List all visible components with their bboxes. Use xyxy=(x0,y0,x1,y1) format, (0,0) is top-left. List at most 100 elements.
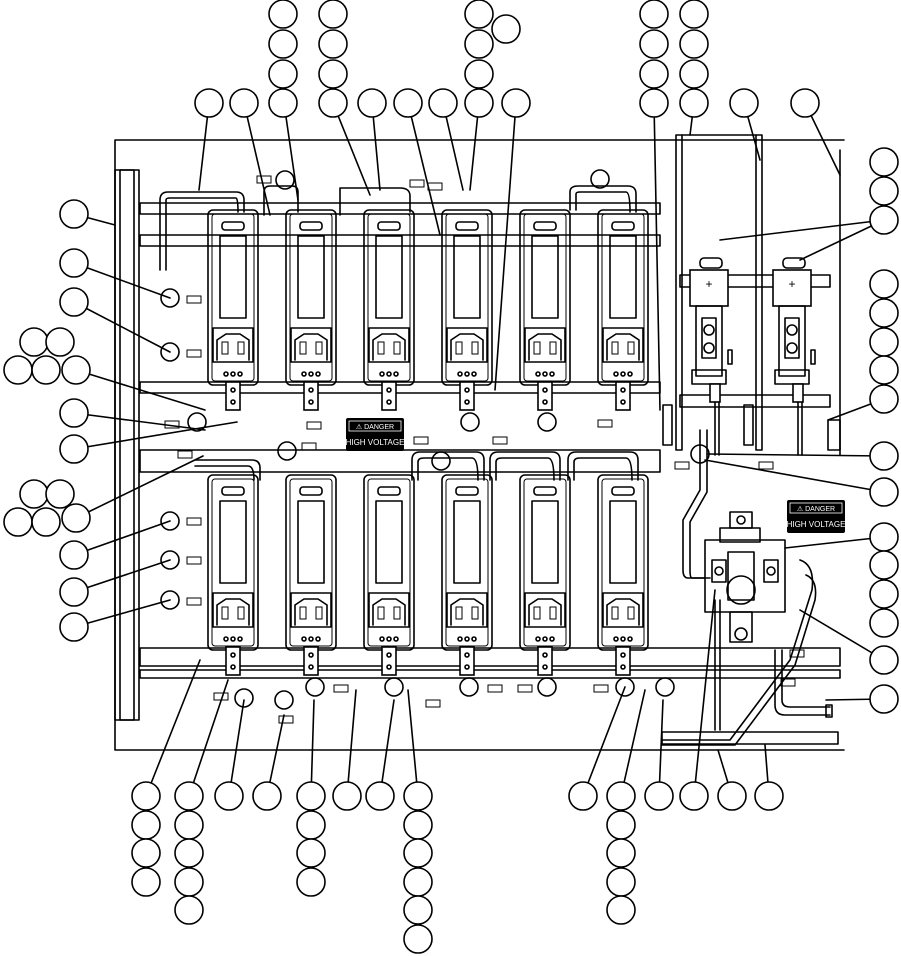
panel-frame xyxy=(114,139,845,751)
callout-balloon xyxy=(296,867,326,897)
callout-balloon xyxy=(59,248,89,278)
fuse-holder xyxy=(207,474,259,676)
callout-balloon xyxy=(869,477,899,507)
callout-balloons xyxy=(3,0,899,954)
callout-balloon xyxy=(639,88,669,118)
callout-balloon xyxy=(403,867,433,897)
label-tag xyxy=(333,684,349,693)
disconnect-assembly xyxy=(661,429,839,746)
callout-balloon xyxy=(644,781,674,811)
lower-fuse-holder-row xyxy=(207,474,649,676)
callout-balloon xyxy=(357,88,387,118)
callout-balloon xyxy=(268,0,298,29)
callout-balloon xyxy=(19,479,49,509)
callout-balloon xyxy=(59,398,89,428)
leader-line xyxy=(407,689,419,797)
panel-fastener xyxy=(160,288,180,308)
callout-balloon xyxy=(365,781,395,811)
callout-balloon xyxy=(174,838,204,868)
small-label-tags xyxy=(164,175,805,724)
callout-balloon xyxy=(332,781,362,811)
callout-balloon xyxy=(464,59,494,89)
label-tag xyxy=(186,295,202,304)
danger-sign-text: HIGH VOLTAGE xyxy=(787,520,846,529)
callout-balloon xyxy=(568,781,598,811)
panel-fastener xyxy=(160,342,180,362)
leader-line xyxy=(310,699,315,797)
fuse-holder xyxy=(441,209,493,411)
panel-fastener xyxy=(305,677,325,697)
callout-balloon xyxy=(428,88,458,118)
panel-fastener xyxy=(274,690,294,710)
callout-balloon xyxy=(606,810,636,840)
lower-bus-bars xyxy=(194,451,639,481)
label-tag xyxy=(177,450,193,459)
leader-line xyxy=(346,689,357,797)
leader-line xyxy=(75,369,206,411)
callout-balloon xyxy=(131,867,161,897)
fuse-holder xyxy=(285,474,337,676)
callout-balloon xyxy=(679,781,709,811)
callout-balloon xyxy=(869,298,899,328)
callout-balloon xyxy=(268,59,298,89)
leader-line xyxy=(243,102,271,216)
panel-fastener xyxy=(160,511,180,531)
label-tag xyxy=(409,179,425,188)
label-tag xyxy=(413,436,429,445)
callout-balloon xyxy=(679,29,709,59)
callout-balloon xyxy=(59,199,89,229)
leader-line xyxy=(73,301,171,353)
callout-balloon xyxy=(501,88,531,118)
callout-balloon xyxy=(393,88,423,118)
callout-balloon xyxy=(31,507,61,537)
callout-balloon xyxy=(403,810,433,840)
callout-balloon xyxy=(318,29,348,59)
callout-balloon xyxy=(606,895,636,925)
callout-balloon xyxy=(31,355,61,385)
fuse-plus-mark: + xyxy=(788,277,795,291)
leader-line xyxy=(73,421,238,450)
label-tag xyxy=(186,517,202,526)
callout-balloon xyxy=(639,29,669,59)
label-tag xyxy=(306,421,322,430)
label-tag xyxy=(487,684,503,693)
leader-line xyxy=(332,102,371,196)
callout-balloon xyxy=(174,781,204,811)
upper-bus-bars xyxy=(159,185,637,271)
panel-fastener xyxy=(460,412,480,432)
leader-line xyxy=(620,689,646,797)
callout-balloon xyxy=(3,507,33,537)
callout-balloon xyxy=(754,781,784,811)
callout-balloon xyxy=(869,384,899,414)
callout-balloon xyxy=(869,205,899,235)
leader-line xyxy=(73,599,171,628)
callout-balloon xyxy=(464,88,494,118)
leader-line xyxy=(693,589,716,797)
panel-fastener xyxy=(234,688,254,708)
callout-balloon xyxy=(45,479,75,509)
callout-balloon xyxy=(296,810,326,840)
upper-fuse-holder-row xyxy=(207,209,649,411)
callout-balloon xyxy=(45,327,75,357)
callout-balloon xyxy=(229,88,259,118)
cartridge-fuse: + xyxy=(689,257,733,456)
fuse-holder xyxy=(519,209,571,411)
leader-line xyxy=(283,102,299,201)
leader-line xyxy=(719,219,885,241)
callout-balloon xyxy=(679,59,709,89)
callout-balloon xyxy=(214,781,244,811)
callout-balloon xyxy=(61,355,91,385)
panel-fasteners xyxy=(160,169,710,710)
panel-fastener xyxy=(187,412,207,432)
callout-balloon xyxy=(3,355,33,385)
panel-fastener xyxy=(160,550,180,570)
fuse-holder xyxy=(519,474,571,676)
panel-fastener xyxy=(537,412,557,432)
callout-balloon xyxy=(403,924,433,954)
leader-line xyxy=(707,453,885,457)
callout-balloon xyxy=(403,838,433,868)
callout-balloon xyxy=(639,59,669,89)
callout-balloon xyxy=(790,88,820,118)
label-tag xyxy=(186,349,202,358)
danger-sign-right: ⚠ DANGER HIGH VOLTAGE xyxy=(787,500,846,533)
